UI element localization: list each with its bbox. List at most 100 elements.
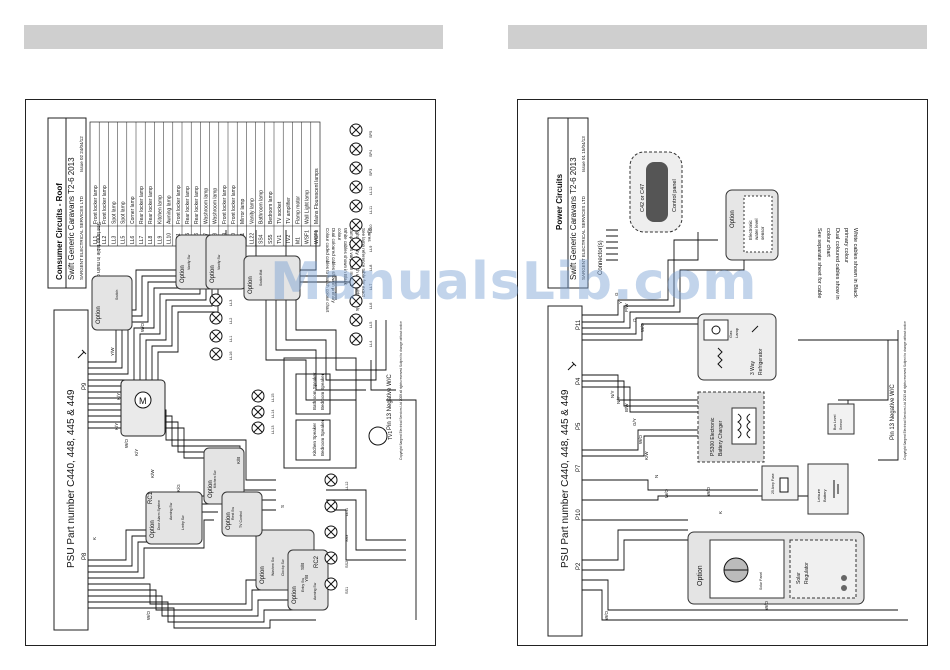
lamp-table-name: Bathroom lamp (259, 190, 265, 224)
relay-label-rc2: RC2 (314, 555, 320, 568)
power-circuits-sheet: PSU Part number C440, 448, 445 & 449 P11… (517, 99, 928, 646)
solar-option: Option Solar Panel Solar Regulator (687, 531, 865, 605)
issue-label: Issue 02 24/04/12 (79, 136, 84, 172)
pin-p10: P10 (576, 509, 582, 520)
water-sensor-label: Electronic (748, 219, 753, 240)
battery-label: Leisure (816, 488, 821, 502)
lamp-tag: SP3 (369, 169, 373, 176)
wire-colour-label: K/W (644, 451, 649, 460)
lamp-table-code: WCF1 (314, 230, 320, 244)
switch-label: Washrm Sw (271, 557, 275, 576)
fridge-label: Gas (728, 331, 733, 338)
lamp-icon (209, 329, 223, 343)
lamp-table-name: Front locker lamp (102, 185, 108, 224)
wire-colour-label: B/W (624, 403, 629, 412)
consumer-circuits-sheet: PSU Part number C440, 448, 445 & 449 P9 … (25, 99, 436, 646)
audio-unit: Bathroom Speaker Bedroom Speaker Kitchen… (283, 357, 394, 469)
watermark: ManualsLib.com (270, 252, 758, 312)
lamp-icon (349, 123, 363, 137)
charger-label: PS300 Electronic (710, 417, 716, 456)
note-line: See separate sheet for cable (816, 228, 822, 298)
lamp-icon (349, 161, 363, 175)
option-label: Option (208, 480, 214, 498)
switch-label: Awning Sw (169, 502, 173, 520)
refrigerator-option: Gas Lamp 3 Way Refrigerator (697, 313, 777, 381)
lamp-icon (209, 293, 223, 307)
lamp-tag: SS3 (345, 535, 349, 542)
wire-colour-label: K/W (150, 469, 155, 478)
fridge-label: Lamp (734, 327, 739, 338)
wire-colour-label: Y/B (304, 575, 309, 582)
wire-colour-label: K (718, 511, 723, 514)
tv-label: TV1 (388, 431, 394, 440)
lamp-tag: SS2 (345, 561, 349, 568)
option-label: Option (292, 586, 298, 604)
lamp-table-name: Front locker lamp (93, 185, 99, 224)
ground-icon (567, 361, 577, 371)
company-name: SARGENT ELECTRICAL SERVICES LTD (581, 195, 586, 280)
lamp-tag: LL11 (369, 206, 373, 214)
wire-colour-label: N/Y (610, 390, 615, 398)
title-block (47, 117, 87, 289)
wire-colour-label: W/O (146, 611, 151, 620)
lamp-table-code: LL5 (121, 235, 127, 244)
wire-colour-label: K/B (236, 457, 241, 464)
switch-label: Kitchen Sw (213, 470, 217, 488)
option-box (145, 491, 203, 545)
wire-colour-label: K/Y (116, 393, 121, 400)
wire-colour-label: Y/W (110, 347, 115, 356)
lamp-table-name: Spot lamp (121, 201, 127, 224)
issue-label: Issue 01 15/04/13 (581, 136, 586, 172)
lamp-table-name: Front locker lamp (231, 185, 237, 224)
lamp-table-code: LL7 (139, 235, 145, 244)
lamp-table-name: Front locker lamp (222, 185, 228, 224)
option-box (243, 255, 301, 301)
lamp-table-name: Wall Light lamp (305, 190, 311, 224)
solar-regulator-label: Regulator (804, 562, 810, 584)
switch-label: Clockp Sw (281, 559, 285, 576)
lamp-table-name: TV socket (277, 201, 283, 224)
lamp-tag: LL5 (369, 322, 373, 328)
switch-label: Door Alarm System (157, 500, 161, 530)
wire-colour-label: W/O (706, 487, 711, 496)
switch-label: Switch (115, 290, 119, 300)
water-sensor-label: water level (754, 218, 759, 240)
lamp-table-code: LL3 (111, 235, 117, 244)
lamp-tag: LL14 (271, 410, 275, 418)
wire-colour-label: G (614, 292, 619, 296)
company-name: SARGENT ELECTRICAL SERVICES LTD (79, 195, 84, 280)
lamp-tag: SP5 (369, 131, 373, 138)
lamp-icon (209, 311, 223, 325)
lamp-table-code: LL9 (157, 235, 163, 244)
pin-negative-label: Pin 13 Negative W/C (890, 384, 896, 440)
pin-p8: P8 (82, 552, 88, 560)
option-label: Option (150, 520, 156, 538)
indicator-led-icon (841, 585, 847, 591)
lamp-tag: LL9 (369, 246, 373, 252)
solar-regulator-label: Solar (796, 572, 802, 584)
psu-box (547, 305, 583, 637)
lamp-tag: LL7 (369, 284, 373, 290)
lamp-icon (349, 294, 363, 308)
fuse-25a: 25 Amp Fuse (761, 465, 799, 501)
lamp-icon (209, 347, 223, 361)
option-label: Option (730, 210, 736, 228)
lamp-tag: LL1 (229, 336, 233, 342)
lamp-icon (349, 332, 363, 346)
pin-p11: P11 (576, 319, 582, 330)
lamp-icon (349, 199, 363, 213)
speaker-label: Bedroom Speaker (320, 419, 325, 456)
lamp-tag: LL12 (345, 482, 349, 490)
lamp-table-code: LL22 (249, 233, 255, 244)
sheet-subtitle: Swift Generic Caravans T2-6 2013 (67, 157, 76, 280)
speaker-label: Bathroom Speaker (312, 372, 317, 410)
ground-icon (77, 349, 87, 359)
lamp-table-name: Kitchen lamp (157, 195, 163, 224)
note-line: See lamp reference table for exact (361, 228, 366, 298)
lamp-table-code: LL1 (93, 235, 99, 244)
option-box (91, 275, 133, 331)
switch-label: Lmtry Sw (181, 515, 185, 530)
switch-label: Awning Sw (313, 582, 317, 600)
